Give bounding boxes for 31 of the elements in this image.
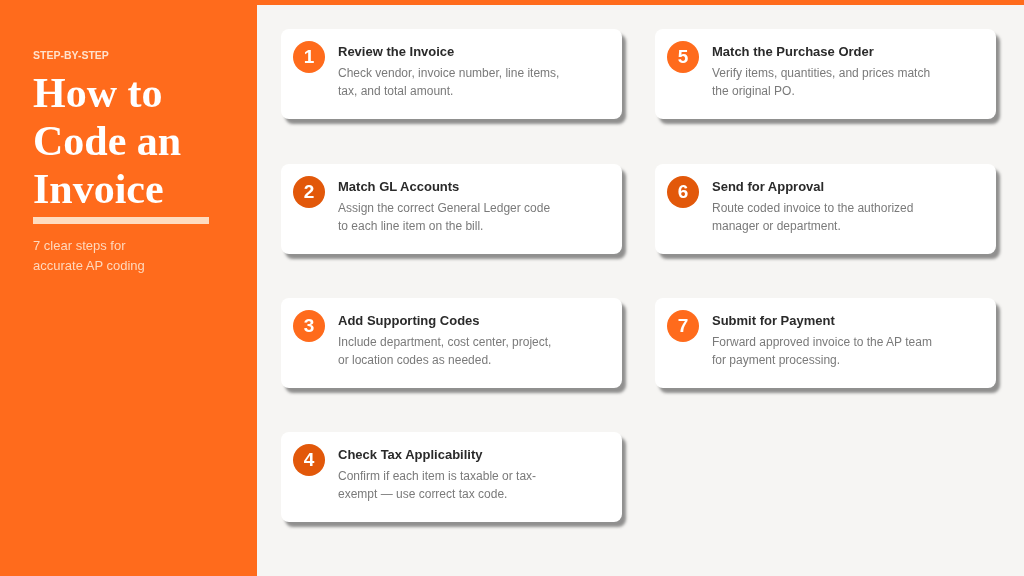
step-description: Verify items, quantities, and prices match the original PO. xyxy=(712,65,932,100)
step-number: 4 xyxy=(293,444,325,476)
step-title: Review the Invoice xyxy=(338,43,456,61)
step-number: 2 xyxy=(293,176,325,208)
step-card xyxy=(655,164,996,254)
step-number: 3 xyxy=(293,310,325,342)
step-number: 7 xyxy=(667,310,699,342)
step-number: 5 xyxy=(667,41,699,73)
step-card xyxy=(281,298,622,388)
step-title: Submit for Payment xyxy=(712,312,836,330)
step-card xyxy=(655,298,996,388)
step-title: Check Tax Applicability xyxy=(338,446,484,464)
subtitle: 7 clear steps for accurate AP coding xyxy=(33,237,146,275)
step-description: Assign the correct General Ledger code to each line item on the bill. xyxy=(338,200,552,235)
step-description: Check vendor, invoice number, line items, tax, and total amount. xyxy=(338,65,561,100)
step-card xyxy=(655,29,996,119)
step-title: Send for Approval xyxy=(712,178,826,196)
step-description: Forward approved invoice to the AP team for payment processing. xyxy=(712,334,933,369)
step-card xyxy=(281,164,622,254)
step-title: Match the Purchase Order xyxy=(712,43,875,61)
step-description: Route coded invoice to the authorized manager or department. xyxy=(712,200,915,235)
step-title: Add Supporting Codes xyxy=(338,312,481,330)
step-number: 6 xyxy=(667,176,699,208)
eyebrow-label: STEP-BY-STEP xyxy=(33,48,109,62)
step-number: 1 xyxy=(293,41,325,73)
step-description: Include department, cost center, project, or location codes as needed. xyxy=(338,334,553,369)
step-card xyxy=(281,432,622,522)
step-card xyxy=(281,29,622,119)
step-description: Confirm if each item is taxable or tax-exempt — use correct tax code. xyxy=(338,468,538,503)
page-title: How to Code an Invoice xyxy=(33,69,183,213)
step-title: Match GL Accounts xyxy=(338,178,461,196)
